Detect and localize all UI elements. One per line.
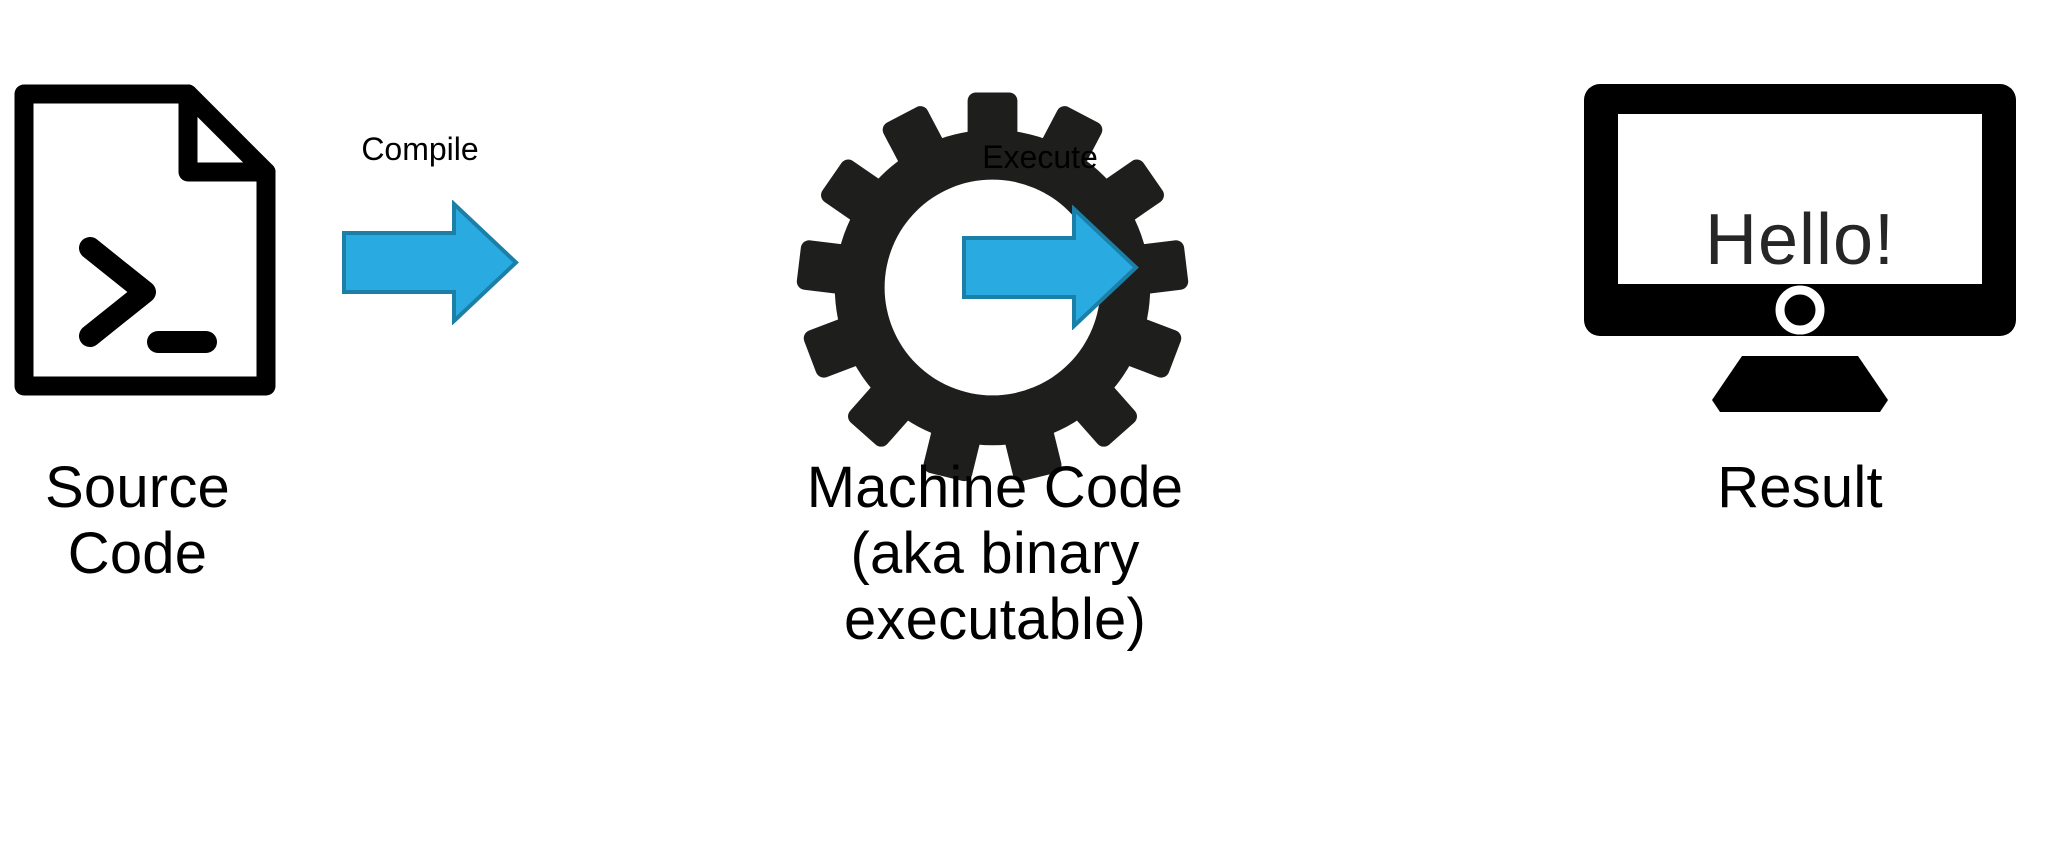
caption-machine-code: Machine Code (aka binary executable) [806, 455, 1184, 653]
right-arrow-icon-compile [340, 200, 520, 325]
edge-label-execute: Execute [982, 139, 1098, 175]
caption-result: Result [1717, 455, 1883, 520]
caption-source-code: Source Code [45, 455, 230, 587]
monitor-icon [1570, 70, 2030, 420]
gear-icon [785, 80, 1200, 495]
edge-label-compile: Compile [361, 131, 479, 167]
right-arrow-icon-execute [960, 205, 1140, 330]
document-code-icon [10, 80, 280, 400]
monitor-screen-text: Hello! [1704, 200, 1896, 280]
